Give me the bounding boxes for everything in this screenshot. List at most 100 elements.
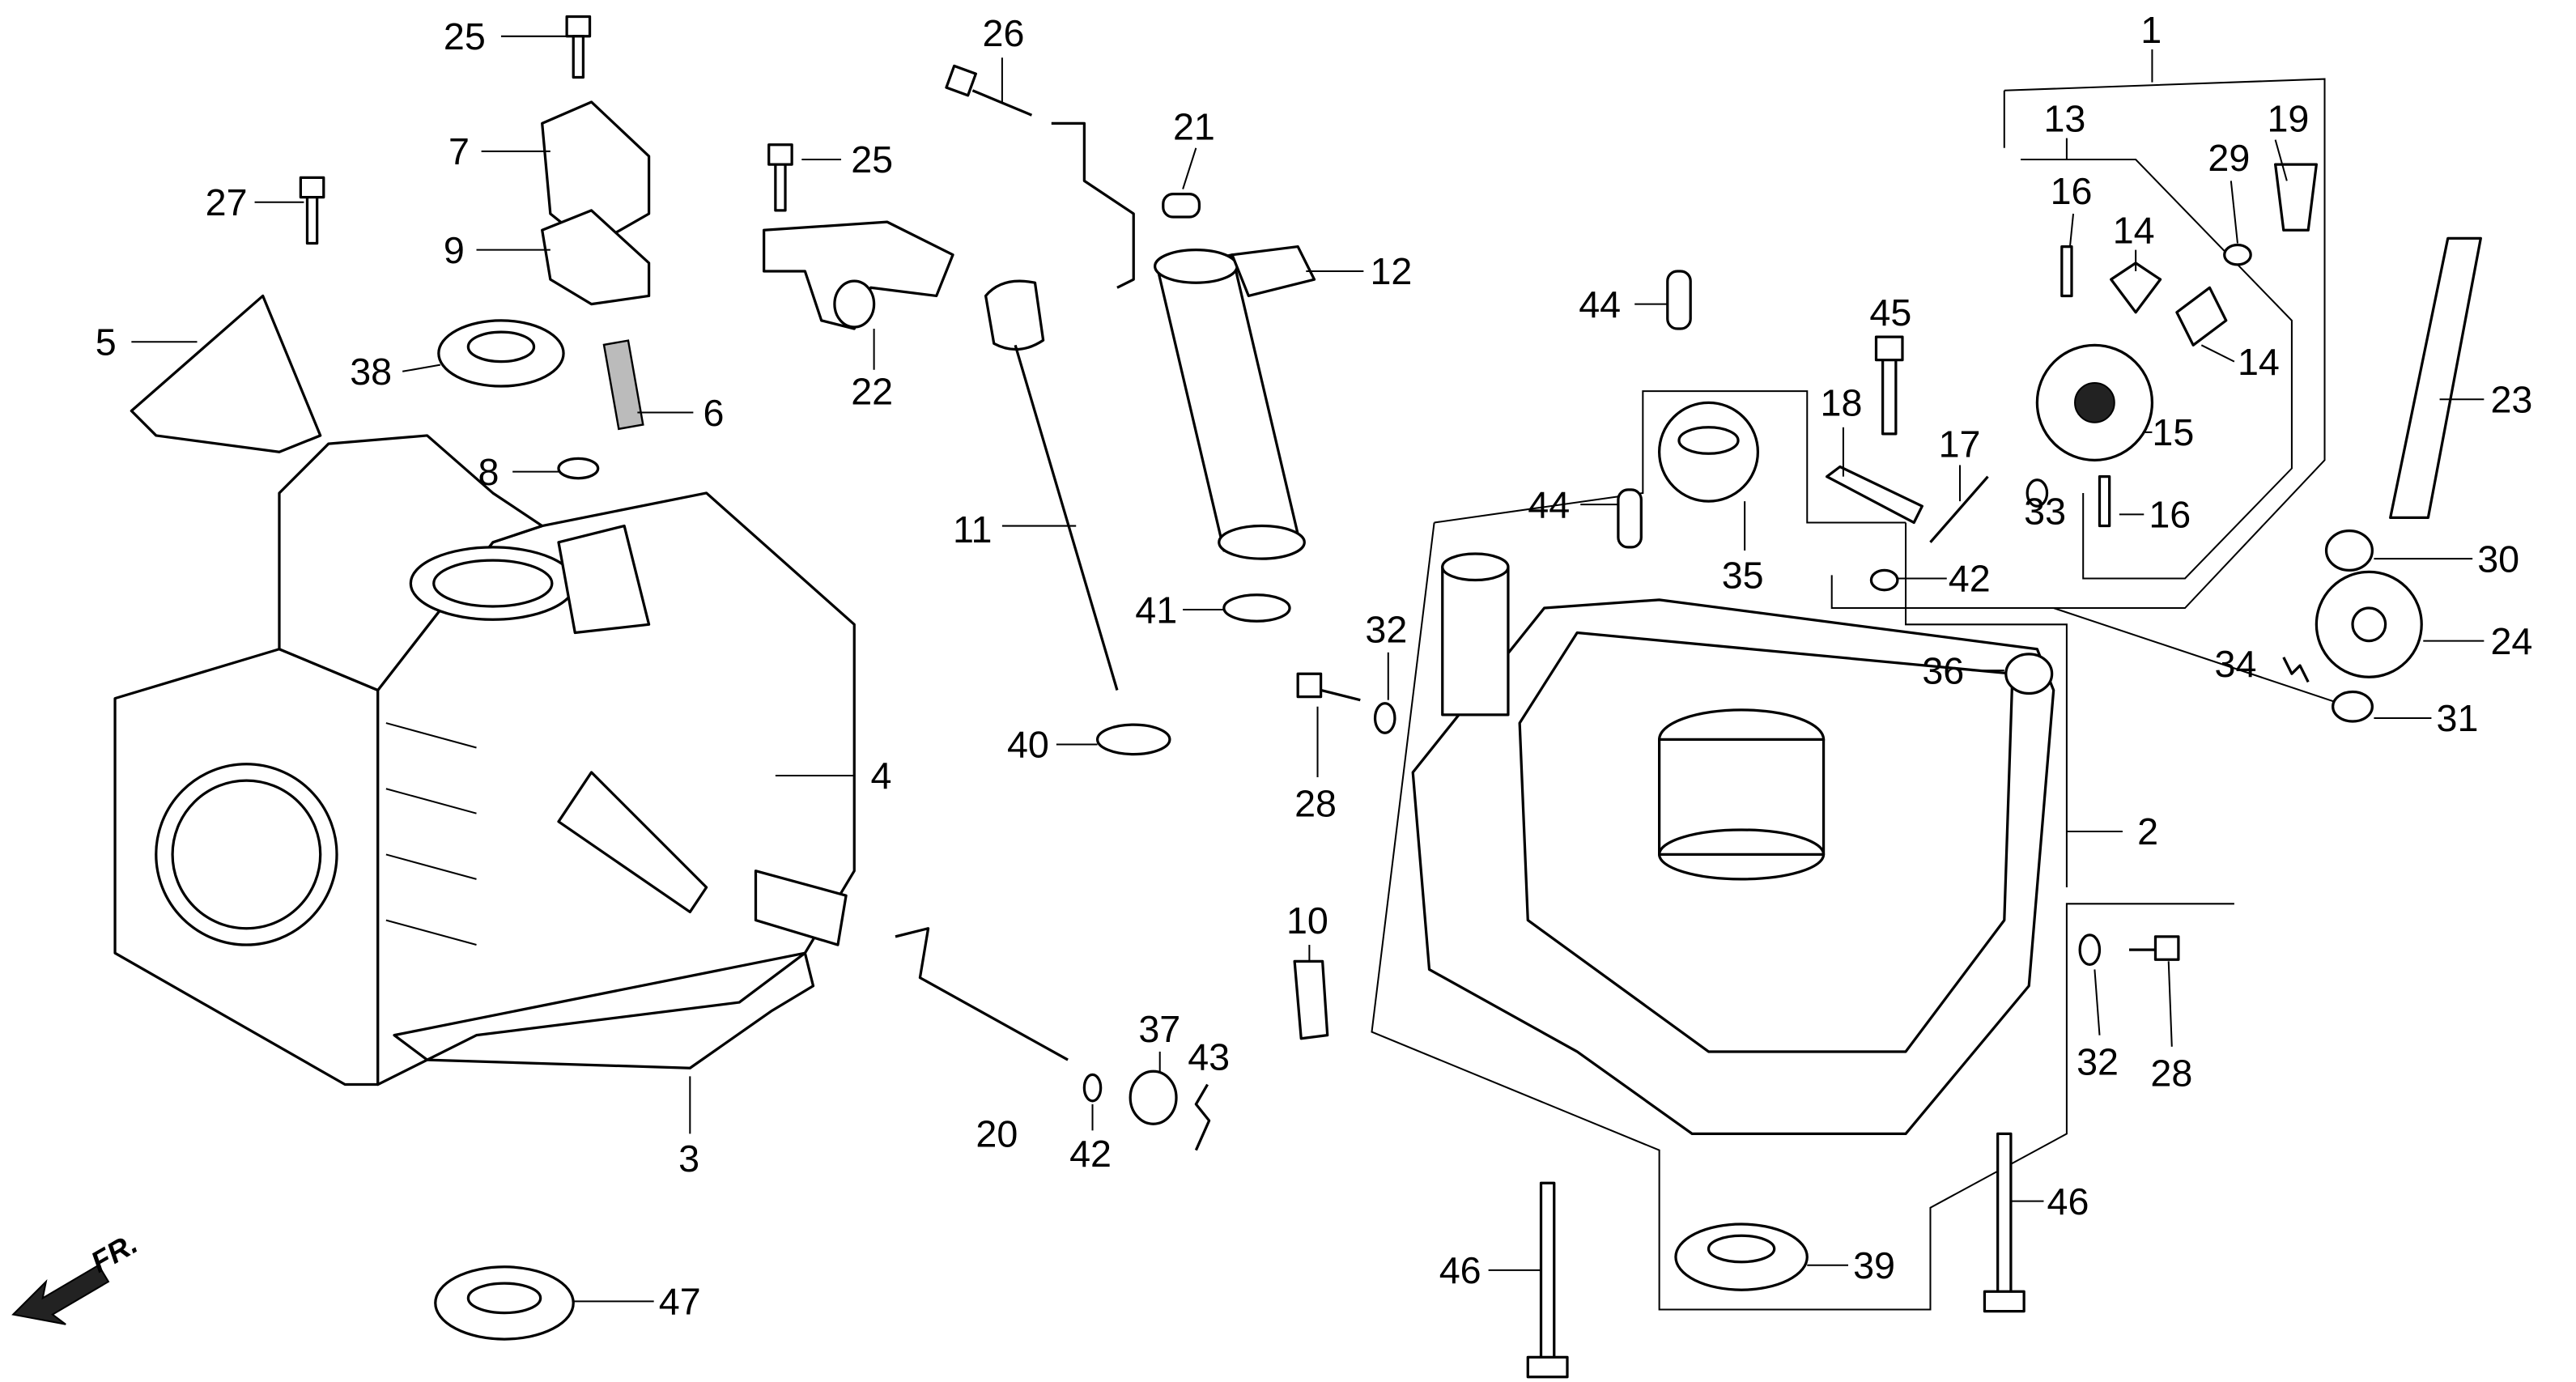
- callout: 3: [678, 1137, 699, 1180]
- callout: 12: [1370, 250, 1412, 292]
- callout: 25: [851, 138, 893, 181]
- dipstick-bracket: [1051, 121, 1135, 289]
- bolts: [299, 15, 1033, 245]
- leader-lines: [131, 35, 2485, 1303]
- callout: 34: [2215, 643, 2257, 685]
- callout: 16: [2149, 494, 2191, 536]
- callout: 24: [2490, 620, 2532, 662]
- o-ring: [1095, 723, 1171, 756]
- callout: 9: [444, 229, 465, 271]
- camshaft: [2389, 236, 2482, 520]
- callout: 29: [2208, 137, 2250, 179]
- ball-bearing: [434, 1265, 575, 1341]
- washer: [2078, 933, 2102, 967]
- callout: 23: [2490, 379, 2532, 421]
- group-box-13: [2021, 138, 2293, 580]
- cam-gear: [2315, 570, 2423, 678]
- callout: 25: [444, 15, 486, 57]
- callout: 8: [478, 451, 499, 493]
- callout: 16: [2051, 170, 2093, 212]
- washer: [1082, 1073, 1103, 1103]
- plate: [1825, 465, 1923, 525]
- callout: 32: [2077, 1040, 2119, 1082]
- callout: 19: [2267, 98, 2309, 140]
- governor-assembly: [2026, 163, 2318, 528]
- callout: 44: [1579, 283, 1621, 325]
- crankcase-cover: [1411, 552, 2055, 1136]
- callout: 21: [1173, 106, 1215, 148]
- callout: 44: [1528, 483, 1570, 525]
- callout: 6: [704, 392, 725, 434]
- callout: 39: [1853, 1244, 1895, 1286]
- callout: 5: [96, 321, 117, 364]
- callout: 46: [2047, 1180, 2089, 1223]
- oil-seal: [437, 319, 565, 388]
- flange-bolts: [1526, 1132, 2026, 1379]
- o-ring: [1222, 593, 1291, 623]
- callout: 28: [1294, 783, 1337, 825]
- callout: 26: [983, 12, 1025, 54]
- callout: 43: [1188, 1035, 1230, 1078]
- callout: 41: [1135, 589, 1177, 631]
- callout: 14: [2113, 210, 2155, 252]
- callout: 20: [976, 1113, 1018, 1155]
- callout: 4: [871, 755, 892, 797]
- pin: [1162, 193, 1201, 219]
- ball-bearing: [1674, 1223, 1809, 1291]
- breather-plate: [541, 100, 651, 249]
- wire-clip: [1293, 959, 1329, 1040]
- dipstick: [1014, 344, 1119, 691]
- callout: 28: [2150, 1052, 2192, 1095]
- cylinder-block: [113, 434, 856, 1086]
- callout: 14: [2238, 341, 2280, 383]
- callout: 35: [1722, 555, 1764, 597]
- oil-seal: [2004, 653, 2054, 695]
- callout: 2: [2137, 810, 2158, 853]
- callout: 30: [2477, 538, 2519, 580]
- callout: 37: [1138, 1008, 1180, 1050]
- shaft-pin: [1929, 475, 1989, 543]
- gasket: [393, 951, 815, 1069]
- callout: 45: [1869, 291, 1911, 334]
- dowel-pin: [1666, 270, 1692, 330]
- callout: 22: [851, 370, 893, 412]
- callout: 33: [2024, 491, 2066, 533]
- ball-bearing: [1658, 401, 1760, 503]
- callout: 42: [1949, 558, 1991, 600]
- callout: 38: [350, 351, 392, 393]
- dipstick-cap: [984, 279, 1045, 351]
- governor-roller: [833, 279, 876, 329]
- cap: [557, 457, 600, 480]
- reed-valve: [602, 339, 644, 431]
- dowel-pin: [1617, 488, 1643, 549]
- washer: [1869, 568, 1899, 592]
- group-box-1: [1830, 49, 2326, 610]
- callout: 31: [2437, 697, 2479, 739]
- bolt: [2153, 935, 2180, 961]
- callout: 7: [448, 130, 470, 172]
- callout: 47: [659, 1281, 701, 1323]
- washer: [2324, 529, 2374, 572]
- breather-gasket: [541, 209, 651, 306]
- group-box-2: [1371, 390, 2350, 1311]
- callout: 40: [1007, 724, 1049, 766]
- callout: 42: [1069, 1133, 1112, 1175]
- oil-filler-tube: [1157, 253, 1299, 552]
- bolt: [1296, 672, 1323, 699]
- callout: 10: [1286, 899, 1328, 942]
- breather-cover: [130, 294, 322, 453]
- callout: 46: [1439, 1249, 1481, 1291]
- washer: [1373, 702, 1396, 734]
- oil-seal-bore: [466, 330, 536, 364]
- callout: 15: [2152, 411, 2194, 453]
- callout: 17: [1939, 423, 1981, 465]
- callout: 27: [206, 181, 248, 223]
- front-direction-arrow: FR.: [11, 1227, 143, 1325]
- bolt: [1874, 335, 1904, 362]
- callout: 13: [2043, 98, 2085, 140]
- clip: [1194, 1083, 1211, 1151]
- collar: [1129, 1069, 1178, 1125]
- bolt-shank: [1881, 358, 1898, 436]
- callout: 1: [2140, 9, 2162, 51]
- callout: 11: [953, 508, 992, 551]
